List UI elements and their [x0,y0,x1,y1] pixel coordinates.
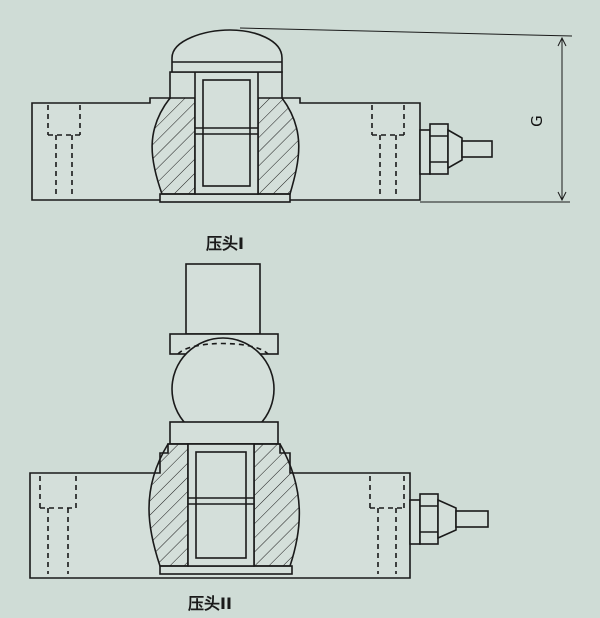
center-column-ii [187,443,255,567]
bolt-hole-right-ii [369,476,405,574]
cable-connector-i [419,123,493,175]
hatch-left-i [151,97,196,195]
dome-cap-i [171,29,283,73]
hatch-right-i [257,97,300,195]
caption-load-head-i: 压头I [206,234,244,253]
hatch-right-ii [253,443,301,567]
dimension-g-lines [239,27,573,203]
top-block-ii [185,263,261,335]
base-plate-ii [159,565,293,575]
dimension-g-label: G [527,115,546,127]
bolt-hole-right-i [371,105,405,195]
caption-load-head-ii: 压头II [188,594,232,613]
load-head-i-assembly [31,27,573,203]
bolt-hole-left-ii [39,476,77,574]
load-head-ii-assembly [29,263,489,579]
lower-plate-ii [169,421,279,445]
center-column-i [194,71,259,195]
base-plate-i [159,193,291,203]
bolt-hole-left-i [47,105,81,195]
hatch-left-ii [148,443,189,567]
cable-connector-ii [409,493,489,545]
